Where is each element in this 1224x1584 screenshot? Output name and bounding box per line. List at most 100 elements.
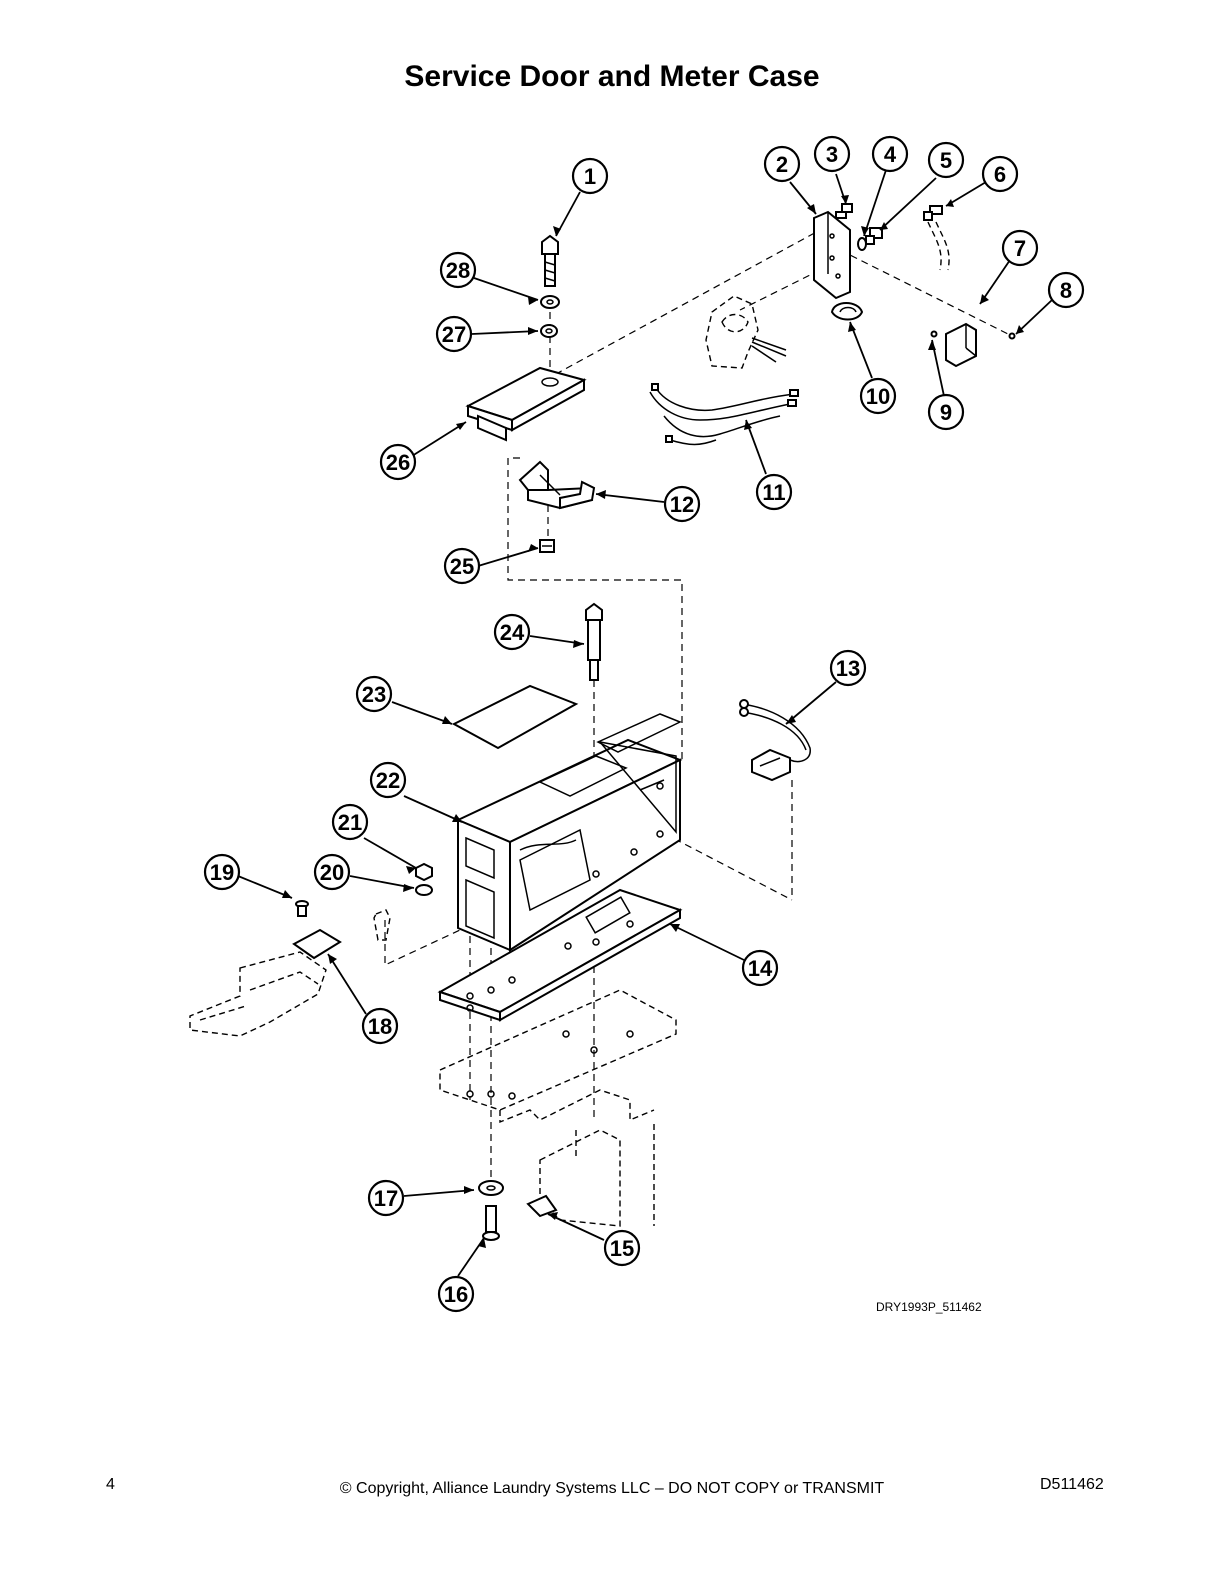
callout-label: 24 bbox=[500, 620, 525, 645]
coin-meter bbox=[705, 295, 787, 369]
callout-16: 16 bbox=[437, 1275, 475, 1313]
copyright-notice: © Copyright, Alliance Laundry Systems LL… bbox=[339, 1480, 885, 1497]
callout-9: 9 bbox=[927, 393, 965, 431]
callout-circle bbox=[663, 485, 701, 523]
ghost-cabinet-frame bbox=[439, 989, 677, 1227]
callout-13: 13 bbox=[829, 649, 867, 687]
callout-label: 25 bbox=[450, 554, 474, 579]
callout-circle bbox=[755, 473, 793, 511]
callout-circle bbox=[439, 251, 477, 289]
meter-plate bbox=[813, 210, 851, 300]
callout-8: 8 bbox=[1047, 271, 1085, 309]
callout-12: 12 bbox=[663, 485, 701, 523]
callout-label: 11 bbox=[762, 480, 785, 505]
base-plate bbox=[437, 888, 683, 1022]
callout-circle bbox=[1001, 229, 1039, 267]
callout-circle bbox=[435, 315, 473, 353]
callout-5: 5 bbox=[927, 141, 965, 179]
washer-27 bbox=[540, 324, 558, 338]
lock-bracket bbox=[518, 460, 596, 510]
callout-label: 10 bbox=[866, 384, 890, 409]
callout-circle bbox=[313, 853, 351, 891]
callout-label: 4 bbox=[884, 142, 897, 167]
callout-label: 3 bbox=[826, 142, 838, 167]
callout-circle bbox=[203, 853, 241, 891]
callout-18: 18 bbox=[361, 1007, 399, 1045]
callout-leaders bbox=[237, 169, 1053, 1277]
callout-27: 27 bbox=[435, 315, 473, 353]
callout-circle bbox=[379, 443, 417, 481]
callout-7: 7 bbox=[1001, 229, 1039, 267]
service-door bbox=[465, 366, 587, 442]
callout-circle bbox=[927, 141, 965, 179]
hex-bolt bbox=[541, 234, 559, 287]
page-title: Service Door and Meter Case bbox=[404, 60, 820, 93]
callout-10: 10 bbox=[859, 377, 897, 415]
instruction-label bbox=[451, 684, 579, 750]
callout-1: 1 bbox=[571, 157, 609, 195]
callout-26: 26 bbox=[379, 443, 417, 481]
hinge-pin bbox=[585, 602, 603, 681]
document-number: D511462 bbox=[1040, 1476, 1104, 1493]
callout-17: 17 bbox=[367, 1179, 405, 1217]
callout-circle bbox=[369, 761, 407, 799]
callout-25: 25 bbox=[443, 547, 481, 585]
wire-harness bbox=[649, 383, 799, 446]
washer-20 bbox=[415, 884, 433, 896]
callout-11: 11 bbox=[755, 473, 793, 511]
callout-label: 9 bbox=[940, 400, 952, 425]
washer-28 bbox=[540, 295, 560, 309]
callout-circle bbox=[361, 1007, 399, 1045]
callout-label: 20 bbox=[320, 860, 344, 885]
callout-label: 16 bbox=[444, 1282, 468, 1307]
callout-circle bbox=[331, 803, 369, 841]
callout-label: 2 bbox=[776, 152, 788, 177]
callout-15: 15 bbox=[603, 1229, 641, 1267]
callout-circle bbox=[981, 155, 1019, 193]
callout-circle bbox=[443, 547, 481, 585]
callout-label: 21 bbox=[338, 810, 362, 835]
callout-label: 8 bbox=[1060, 278, 1072, 303]
callout-28: 28 bbox=[439, 251, 477, 289]
callout-24: 24 bbox=[493, 613, 531, 651]
callout-label: 22 bbox=[376, 768, 400, 793]
screw-19 bbox=[295, 900, 309, 917]
washer-17 bbox=[478, 1180, 504, 1196]
callout-label: 15 bbox=[610, 1236, 634, 1261]
callout-label: 17 bbox=[374, 1186, 398, 1211]
callout-circle bbox=[493, 613, 531, 651]
figure-code: DRY1993P_511462 bbox=[876, 1300, 982, 1314]
callout-circle bbox=[603, 1229, 641, 1267]
callout-circle bbox=[813, 135, 851, 173]
callout-2: 2 bbox=[763, 145, 801, 183]
callout-label: 12 bbox=[670, 492, 694, 517]
clip-15 bbox=[526, 1194, 558, 1218]
screw-3 bbox=[835, 203, 853, 219]
callout-circle bbox=[571, 157, 609, 195]
access-cover bbox=[292, 928, 342, 960]
callout-label: 26 bbox=[386, 450, 410, 475]
callout-label: 27 bbox=[442, 322, 466, 347]
screw-16 bbox=[482, 1205, 500, 1241]
callout-3: 3 bbox=[813, 135, 851, 173]
hex-nut bbox=[415, 862, 433, 882]
callout-circle bbox=[763, 145, 801, 183]
connector-6 bbox=[923, 205, 950, 271]
callout-14: 14 bbox=[741, 949, 779, 987]
callout-label: 5 bbox=[940, 148, 952, 173]
callout-label: 18 bbox=[368, 1014, 392, 1039]
callout-21: 21 bbox=[331, 803, 369, 841]
callout-label: 14 bbox=[748, 956, 773, 981]
callout-label: 1 bbox=[584, 164, 596, 189]
meter-harness bbox=[739, 699, 811, 782]
callout-20: 20 bbox=[313, 853, 351, 891]
callout-6: 6 bbox=[981, 155, 1019, 193]
callout-circle bbox=[927, 393, 965, 431]
callout-label: 6 bbox=[994, 162, 1006, 187]
wire-clamp bbox=[830, 302, 864, 321]
fitting-5 bbox=[865, 227, 883, 245]
callout-circle bbox=[367, 1179, 405, 1217]
callout-circle bbox=[437, 1275, 475, 1313]
